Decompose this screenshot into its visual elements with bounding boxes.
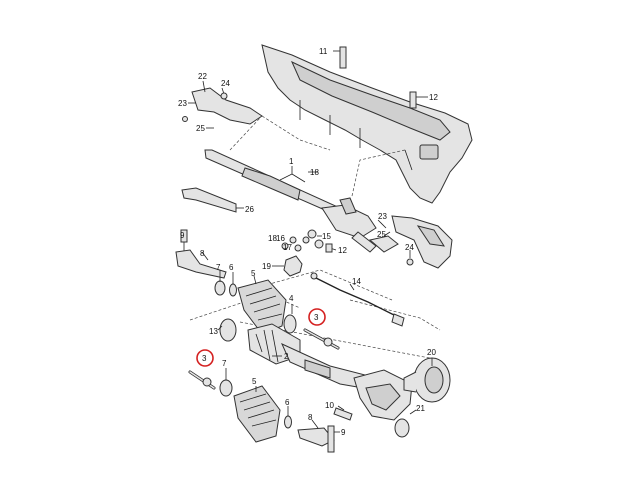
label-10: 10 [325,401,334,410]
label-6a: 6 [229,263,234,272]
inner-tie-rod-3a [303,328,340,350]
label-4: 4 [289,294,294,303]
ring-7b [219,379,233,397]
pinion-19 [283,255,303,277]
highlight-circle-3a [308,308,326,326]
label-7a: 7 [216,263,221,272]
nut-24b [406,258,414,266]
bolt-12 [409,91,417,109]
leader-14 [349,283,355,291]
label-17: 17 [283,243,292,252]
bracket-22 [191,87,263,125]
leader-8a [201,251,209,261]
label-8b: 8 [308,413,313,422]
label-26: 26 [245,205,254,214]
ring-21 [394,418,410,438]
ring-4 [283,314,297,334]
bolt-11 [339,46,347,69]
label-24b: 24 [405,243,414,252]
ring-16 [289,236,297,244]
boot-5b [233,385,281,443]
label-23b: 23 [378,212,387,221]
label-15: 15 [322,232,331,241]
label-3b: 3 [202,354,207,363]
label-20: 20 [427,348,436,357]
label-1: 1 [289,157,294,166]
label-8a: 8 [200,249,205,258]
callout-labels: 11 12 22 24 23 25 1 18 26 23 25 24 9 8 1… [178,47,438,437]
label-19: 19 [262,262,271,271]
label-7b: 7 [222,359,227,368]
boot-5a [237,279,287,335]
ring-15b [302,236,310,244]
label-12b: 12 [338,246,347,255]
leader-8b [311,419,319,429]
gaiter-20 [403,357,451,403]
upper-steering-rack [204,149,399,253]
lower-rack-housing [247,323,413,421]
ring-17 [294,244,302,252]
label-21: 21 [416,404,425,413]
leader-22 [202,80,206,93]
highlight-circle-3b [196,349,214,367]
ring-15 [307,229,317,239]
label-5a: 5 [251,269,256,278]
label-25b: 25 [377,230,386,239]
label-14: 14 [352,277,361,286]
label-9b: 9 [341,428,346,437]
label-13: 13 [209,327,218,336]
bracket-right [391,215,453,269]
leader-1 [279,166,306,183]
ring-13 [219,318,237,342]
ring-18b [281,242,289,250]
nut-7a [214,280,226,296]
bolt-9a [180,229,188,243]
ring-15c [314,239,324,249]
label-23a: 23 [178,99,187,108]
nut-24a [220,92,228,100]
label-22: 22 [198,72,207,81]
clamp-6a [229,283,237,297]
washer-25a [182,116,188,122]
subframe-crossmember [261,44,473,204]
cable-14-end [310,272,318,280]
bolt-9b [327,425,335,453]
leader-25b [383,231,391,237]
label-18b: 18 [268,234,277,243]
clamp-6b [284,415,292,429]
leader-10 [337,405,345,411]
label-16: 16 [276,234,285,243]
leader-21 [409,409,417,415]
bolt-12b [325,243,333,253]
label-25a: 25 [196,124,205,133]
leader-13 [217,325,223,331]
label-9a: 9 [180,231,185,240]
label-3a: 3 [314,313,319,322]
cable-14-plug [391,313,405,327]
leader-23b [377,219,387,229]
projection-lines [189,115,441,361]
part-26 [181,187,237,213]
tie-rod-end-8a [175,249,227,279]
label-5b: 5 [252,377,257,386]
label-18a: 18 [310,168,319,177]
cable-14 [315,277,397,317]
label-6b: 6 [285,398,290,407]
inner-tie-rod-3b [188,370,216,390]
label-24a: 24 [221,79,230,88]
leader-5a [253,275,257,285]
label-2: 2 [284,352,289,361]
bolt-10 [333,407,353,421]
label-12a: 12 [429,93,438,102]
label-11: 11 [319,47,328,56]
